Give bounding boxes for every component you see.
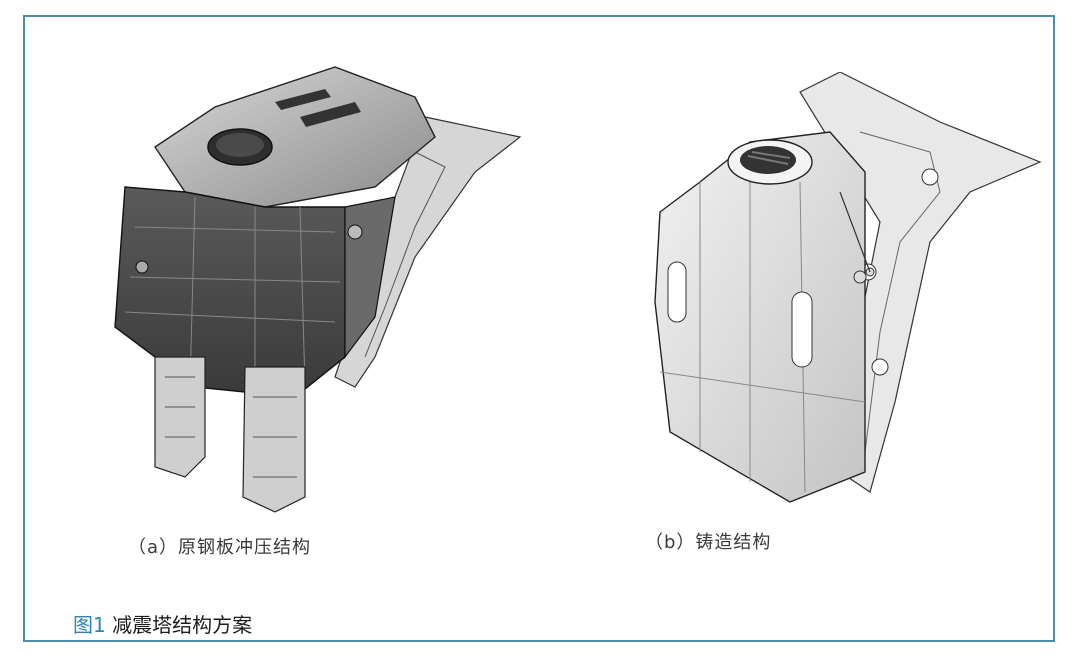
figure-number: 图1 [73,613,106,637]
caption-cast: （b）铸造结构 [645,532,772,553]
figure-title-text: 减震塔结构方案 [112,613,253,637]
figure-frame: （a）原钢板冲压结构 （b）铸造结构 图1 减震塔结构方案 [23,15,1055,642]
figure-caption: 图1 减震塔结构方案 [73,609,252,638]
stamped-steel-tower-drawing [114,66,522,513]
caption-stamped-steel: （a）原钢板冲压结构 [128,537,312,558]
stamped-steel-tower-image [95,57,535,527]
cast-tower-drawing [654,72,1042,503]
cast-tower-image [640,72,1070,522]
